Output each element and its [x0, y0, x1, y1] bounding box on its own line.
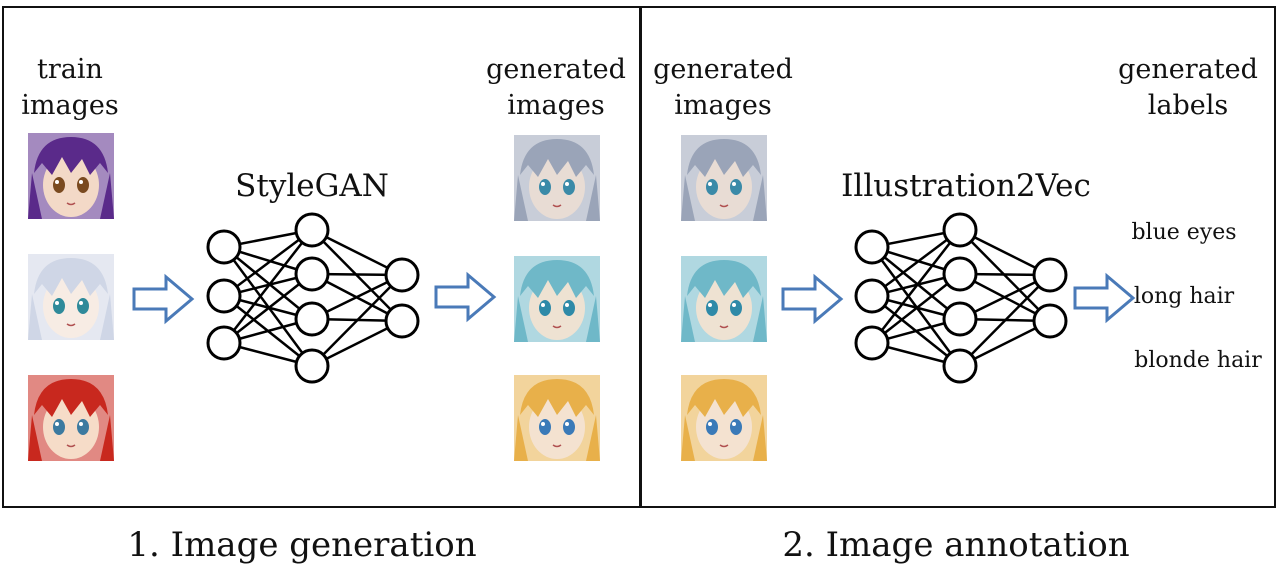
arrow-train-to-stylegan	[132, 273, 195, 325]
illustration2vec-network-edge	[871, 229, 961, 297]
stylegan-network-edge	[223, 229, 313, 344]
generated-image-blonde-hair-right	[681, 375, 767, 461]
stylegan-network-edge	[311, 274, 403, 367]
illustration2vec-network-node-l1-n2	[942, 301, 978, 337]
illustration2vec-network-edge	[871, 229, 961, 344]
illustration2vec-network-edge	[871, 273, 961, 344]
label-long-hair: long hair	[1133, 284, 1235, 309]
stylegan-network-node-l1-n0	[294, 212, 330, 248]
stylegan-network-node-l1-n1	[294, 256, 330, 292]
arrow-stylegan-to-generated	[434, 271, 497, 323]
illustration2vec-network-node-l1-n1	[942, 256, 978, 292]
stylegan-network-node-l0-n2	[206, 325, 242, 361]
panel-divider	[639, 6, 642, 508]
caption-image-generation: 1. Image generation	[127, 525, 477, 565]
train-image-silver-hair	[28, 254, 114, 340]
train-image-purple-hair	[28, 133, 114, 219]
illustration2vec-network-edge	[871, 246, 961, 320]
stylegan-network-edge	[223, 273, 313, 344]
generated-image-teal-hair-left	[514, 256, 600, 342]
illustration2vec-network-node-l2-n1	[1032, 303, 1068, 339]
stylegan-network-node-l1-n3	[294, 348, 330, 384]
stylegan-network-node-l1-n2	[294, 301, 330, 337]
stylegan-title: StyleGAN	[235, 168, 389, 204]
label-blonde-hair: blonde hair	[1134, 348, 1262, 373]
stylegan-network-node-l2-n1	[384, 303, 420, 339]
stylegan-network-node-l0-n0	[206, 229, 242, 265]
label-blue-eyes: blue eyes	[1131, 220, 1237, 245]
illustration2vec-network-node-l0-n1	[854, 278, 890, 314]
arrow-generated-to-illustration2vec	[781, 273, 844, 325]
illustration2vec-title: Illustration2Vec	[841, 168, 1091, 204]
illustration2vec-network-node-l2-n0	[1032, 257, 1068, 293]
illustration2vec-network-node-l1-n3	[942, 348, 978, 384]
illustration2vec-network-node-l0-n0	[854, 229, 890, 265]
train-image-red-hair	[28, 375, 114, 461]
illustration2vec-network-node-l1-n0	[942, 212, 978, 248]
stylegan-network-node-l0-n1	[206, 278, 242, 314]
stylegan-network-node-l2-n0	[384, 257, 420, 293]
generated-image-blonde-hair-left	[514, 375, 600, 461]
generated-image-grey-hair-left	[514, 135, 600, 221]
generated-image-teal-hair-right	[681, 256, 767, 342]
illustration2vec-network-edge	[959, 274, 1051, 367]
stylegan-network-edge	[223, 246, 313, 320]
generated-image-grey-hair-right	[681, 135, 767, 221]
illustration2vec-network-node-l0-n2	[854, 325, 890, 361]
arrow-illustration2vec-to-labels	[1073, 272, 1136, 324]
stylegan-network-edge	[223, 229, 313, 297]
caption-image-annotation: 2. Image annotation	[782, 525, 1130, 565]
